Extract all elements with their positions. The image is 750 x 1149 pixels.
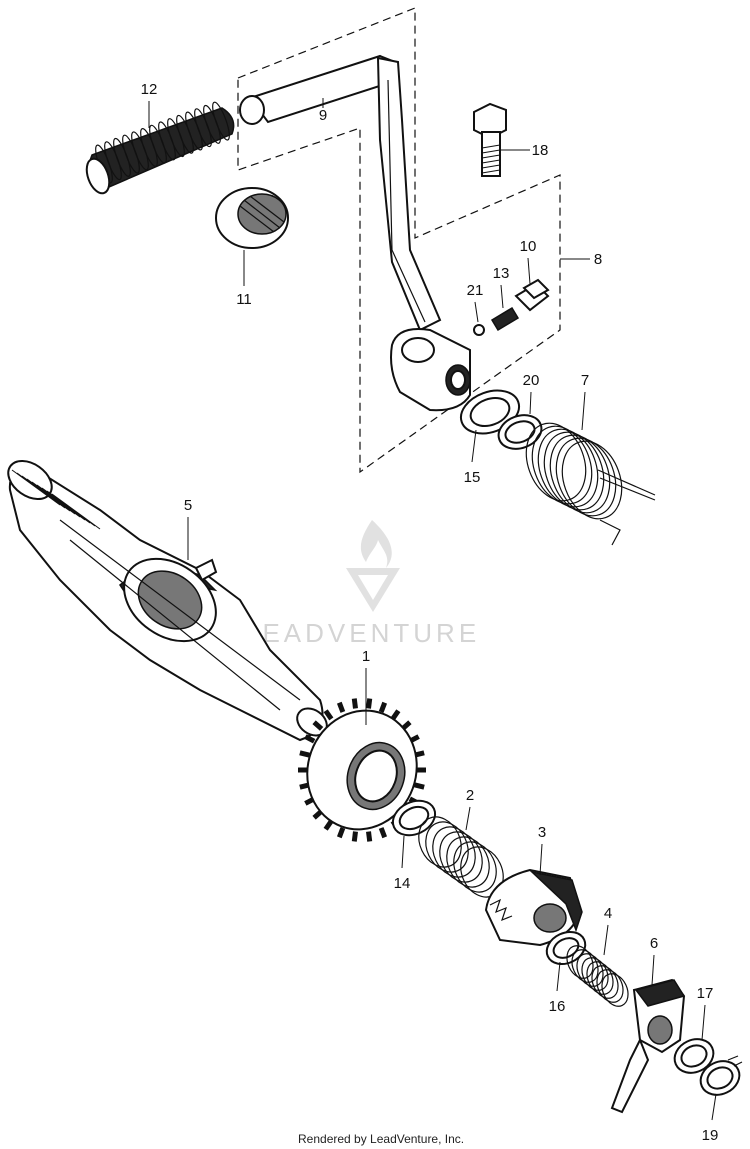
callout-8: 8 <box>560 251 602 268</box>
part-16-ring <box>545 930 587 966</box>
footer-credit: Rendered by LeadVenture, Inc. <box>298 1132 464 1146</box>
part-label-10: 10 <box>520 238 537 255</box>
callout-4: 4 <box>603 905 612 956</box>
part-14-ring <box>391 799 437 837</box>
assembly-8-outline <box>237 7 561 474</box>
part-4-spring <box>566 945 629 1007</box>
leader-line-7 <box>581 391 586 431</box>
leader-line-6 <box>651 954 655 986</box>
part-label-3: 3 <box>538 824 546 841</box>
part-label-19: 19 <box>702 1127 719 1144</box>
watermark-flame-icon <box>360 520 392 568</box>
part-5-spindle <box>7 459 328 742</box>
part-6-stopper <box>610 978 686 1114</box>
callout-3: 3 <box>538 824 546 876</box>
part-18-bolt <box>473 102 507 177</box>
watermark: LEADVENTURE <box>244 520 480 648</box>
part-13-spring <box>490 306 520 332</box>
leader-line-15 <box>471 429 477 463</box>
callout-6: 6 <box>650 935 658 986</box>
part-9-kick-arm <box>239 54 471 412</box>
callout-19: 19 <box>702 1093 719 1144</box>
part-label-8: 8 <box>594 251 602 268</box>
callout-13: 13 <box>493 265 510 309</box>
leader-line-4 <box>603 924 609 956</box>
watermark-text: LEADVENTURE <box>244 618 480 648</box>
part-label-1: 1 <box>362 648 370 665</box>
watermark-v-icon <box>346 568 400 612</box>
callout-17: 17 <box>697 985 714 1041</box>
part-label-9: 9 <box>319 107 327 124</box>
part-label-4: 4 <box>604 905 612 922</box>
part-label-21: 21 <box>467 282 484 299</box>
callout-2: 2 <box>465 787 474 831</box>
callout-5: 5 <box>184 497 192 560</box>
part-19-circlip <box>699 1055 743 1096</box>
part-20-ring <box>497 414 543 450</box>
callout-15: 15 <box>464 429 481 486</box>
part-label-6: 6 <box>650 935 658 952</box>
callout-21: 21 <box>467 282 484 323</box>
leader-line-19 <box>711 1093 717 1121</box>
leader-line-16 <box>556 961 561 992</box>
callout-11: 11 <box>236 250 252 308</box>
part-label-16: 16 <box>549 998 566 1015</box>
part-3-ratchet <box>484 868 583 947</box>
part-label-11: 11 <box>236 291 252 308</box>
callout-16: 16 <box>549 961 566 1015</box>
part-label-13: 13 <box>493 265 510 282</box>
part-10-bolt <box>514 278 550 312</box>
callout-1: 1 <box>362 648 370 725</box>
part-label-5: 5 <box>184 497 192 514</box>
callout-10: 10 <box>520 238 537 285</box>
leader-line-20 <box>529 391 532 415</box>
part-21-ball <box>473 324 485 336</box>
part-label-17: 17 <box>697 985 714 1002</box>
leader-line-10 <box>527 257 531 285</box>
callout-20: 20 <box>523 372 540 415</box>
leader-line-2 <box>465 806 471 831</box>
part-label-15: 15 <box>464 469 481 486</box>
leader-line-13 <box>500 284 504 309</box>
part-label-12: 12 <box>141 81 158 98</box>
callout-18: 18 <box>500 142 548 159</box>
part-label-2: 2 <box>466 787 474 804</box>
leader-line-17 <box>701 1004 706 1041</box>
part-11-cap <box>215 187 289 249</box>
leader-line-3 <box>539 843 543 876</box>
leader-line-14 <box>401 835 405 869</box>
part-label-7: 7 <box>581 372 589 389</box>
leader-line-21 <box>474 301 479 323</box>
part-1-gear <box>298 698 426 842</box>
part-17-washer <box>673 1038 715 1074</box>
part-label-20: 20 <box>523 372 540 389</box>
part-label-14: 14 <box>394 875 411 892</box>
part-12-grip <box>85 101 235 195</box>
callout-14: 14 <box>394 835 411 892</box>
callout-7: 7 <box>581 372 589 431</box>
part-7-return-spring <box>525 422 656 546</box>
part-2-spring <box>418 816 504 898</box>
callout-9: 9 <box>319 98 327 124</box>
callout-12: 12 <box>141 81 158 128</box>
part-label-18: 18 <box>532 142 549 159</box>
